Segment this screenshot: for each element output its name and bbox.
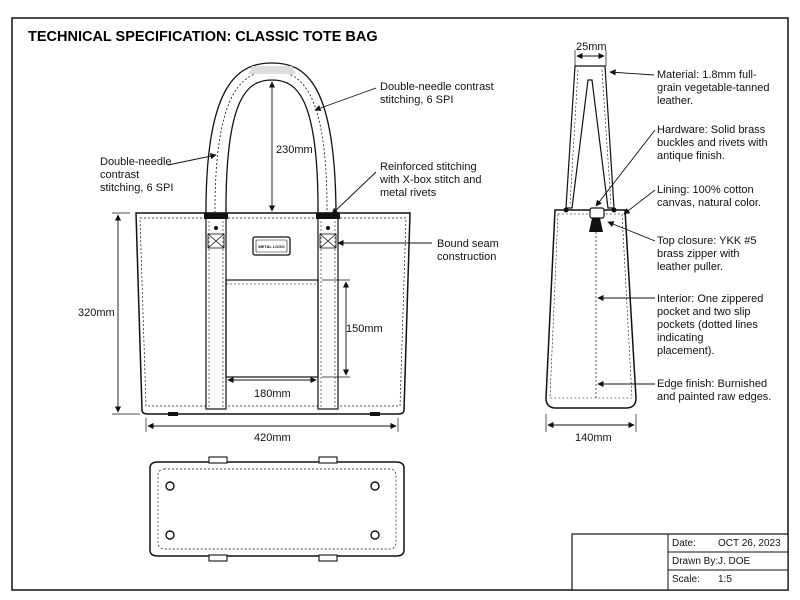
foot-rivet — [165, 530, 175, 540]
side-view: 25mm 140mm Material: 1.8m — [545, 41, 773, 444]
side-rivet — [611, 207, 617, 213]
drawn-by-label: Drawn By: — [672, 556, 718, 567]
callout-hardware: Hardware: Solid brass buckles and rivets… — [657, 124, 771, 162]
callout-edge-finish: Edge finish: Burnished and painted raw e… — [657, 378, 771, 403]
metal-logo: METAL LOGO — [252, 236, 291, 256]
xbox-stitch — [207, 233, 337, 249]
drawn-by-value: J. DOE — [718, 556, 751, 567]
dim-height: 320mm — [78, 307, 115, 319]
leather-puller — [589, 218, 603, 232]
rivet — [214, 226, 218, 230]
title-block: Date: OCT 26, 2023 Drawn By: J. DOE Scal… — [571, 533, 789, 591]
dim-pocket-height: 150mm — [346, 323, 383, 335]
dim-strap-width: 25mm — [576, 41, 607, 53]
date-value: OCT 26, 2023 — [718, 538, 781, 549]
callout-stitching-left: Double-needle contrast stitching, 6 SPI — [100, 156, 175, 194]
side-rivet — [563, 207, 569, 213]
callout-interior: Interior: One zippered pocket and two sl… — [657, 293, 766, 357]
scale-label: Scale: — [672, 574, 700, 585]
page-title: TECHNICAL SPECIFICATION: CLASSIC TOTE BA… — [28, 29, 378, 45]
rivet — [326, 226, 330, 230]
side-strap — [565, 65, 615, 209]
scale-value: 1:5 — [718, 574, 732, 585]
dim-handle-drop: 230mm — [276, 144, 313, 156]
callout-stitching-right: Double-needle contrast stitching, 6 SPI — [380, 81, 497, 106]
date-label: Date: — [672, 538, 696, 549]
side-body — [545, 209, 637, 409]
bag-body — [135, 212, 411, 415]
bag-foot — [370, 412, 380, 416]
callout-lining: Lining: 100% cotton canvas, natural colo… — [657, 184, 761, 209]
callout-bound-seam: Bound seam construction — [437, 238, 502, 263]
bottom-view — [149, 456, 405, 562]
front-handles — [205, 62, 337, 218]
front-view: METAL LOGO 230mm 320mm 150mm 180mm 420mm — [78, 62, 502, 444]
zipper-head — [589, 207, 605, 219]
callout-reinforced: Reinforced stitching with X-box stitch a… — [379, 161, 485, 199]
buckle-band — [204, 213, 228, 219]
buckle-band — [316, 213, 340, 219]
foot-rivet — [165, 481, 175, 491]
dim-width: 420mm — [254, 432, 291, 444]
dim-pocket-width: 180mm — [254, 388, 291, 400]
foot-rivet — [370, 530, 380, 540]
callout-material: Material: 1.8mm full- grain vegetable-ta… — [657, 69, 773, 107]
callout-closure: Top closure: YKK #5 brass zipper with le… — [657, 235, 760, 273]
foot-rivet — [370, 481, 380, 491]
dim-depth: 140mm — [575, 432, 612, 444]
sheet-border — [11, 17, 789, 591]
bag-foot — [168, 412, 178, 416]
svg-text:METAL LOGO: METAL LOGO — [258, 244, 284, 249]
